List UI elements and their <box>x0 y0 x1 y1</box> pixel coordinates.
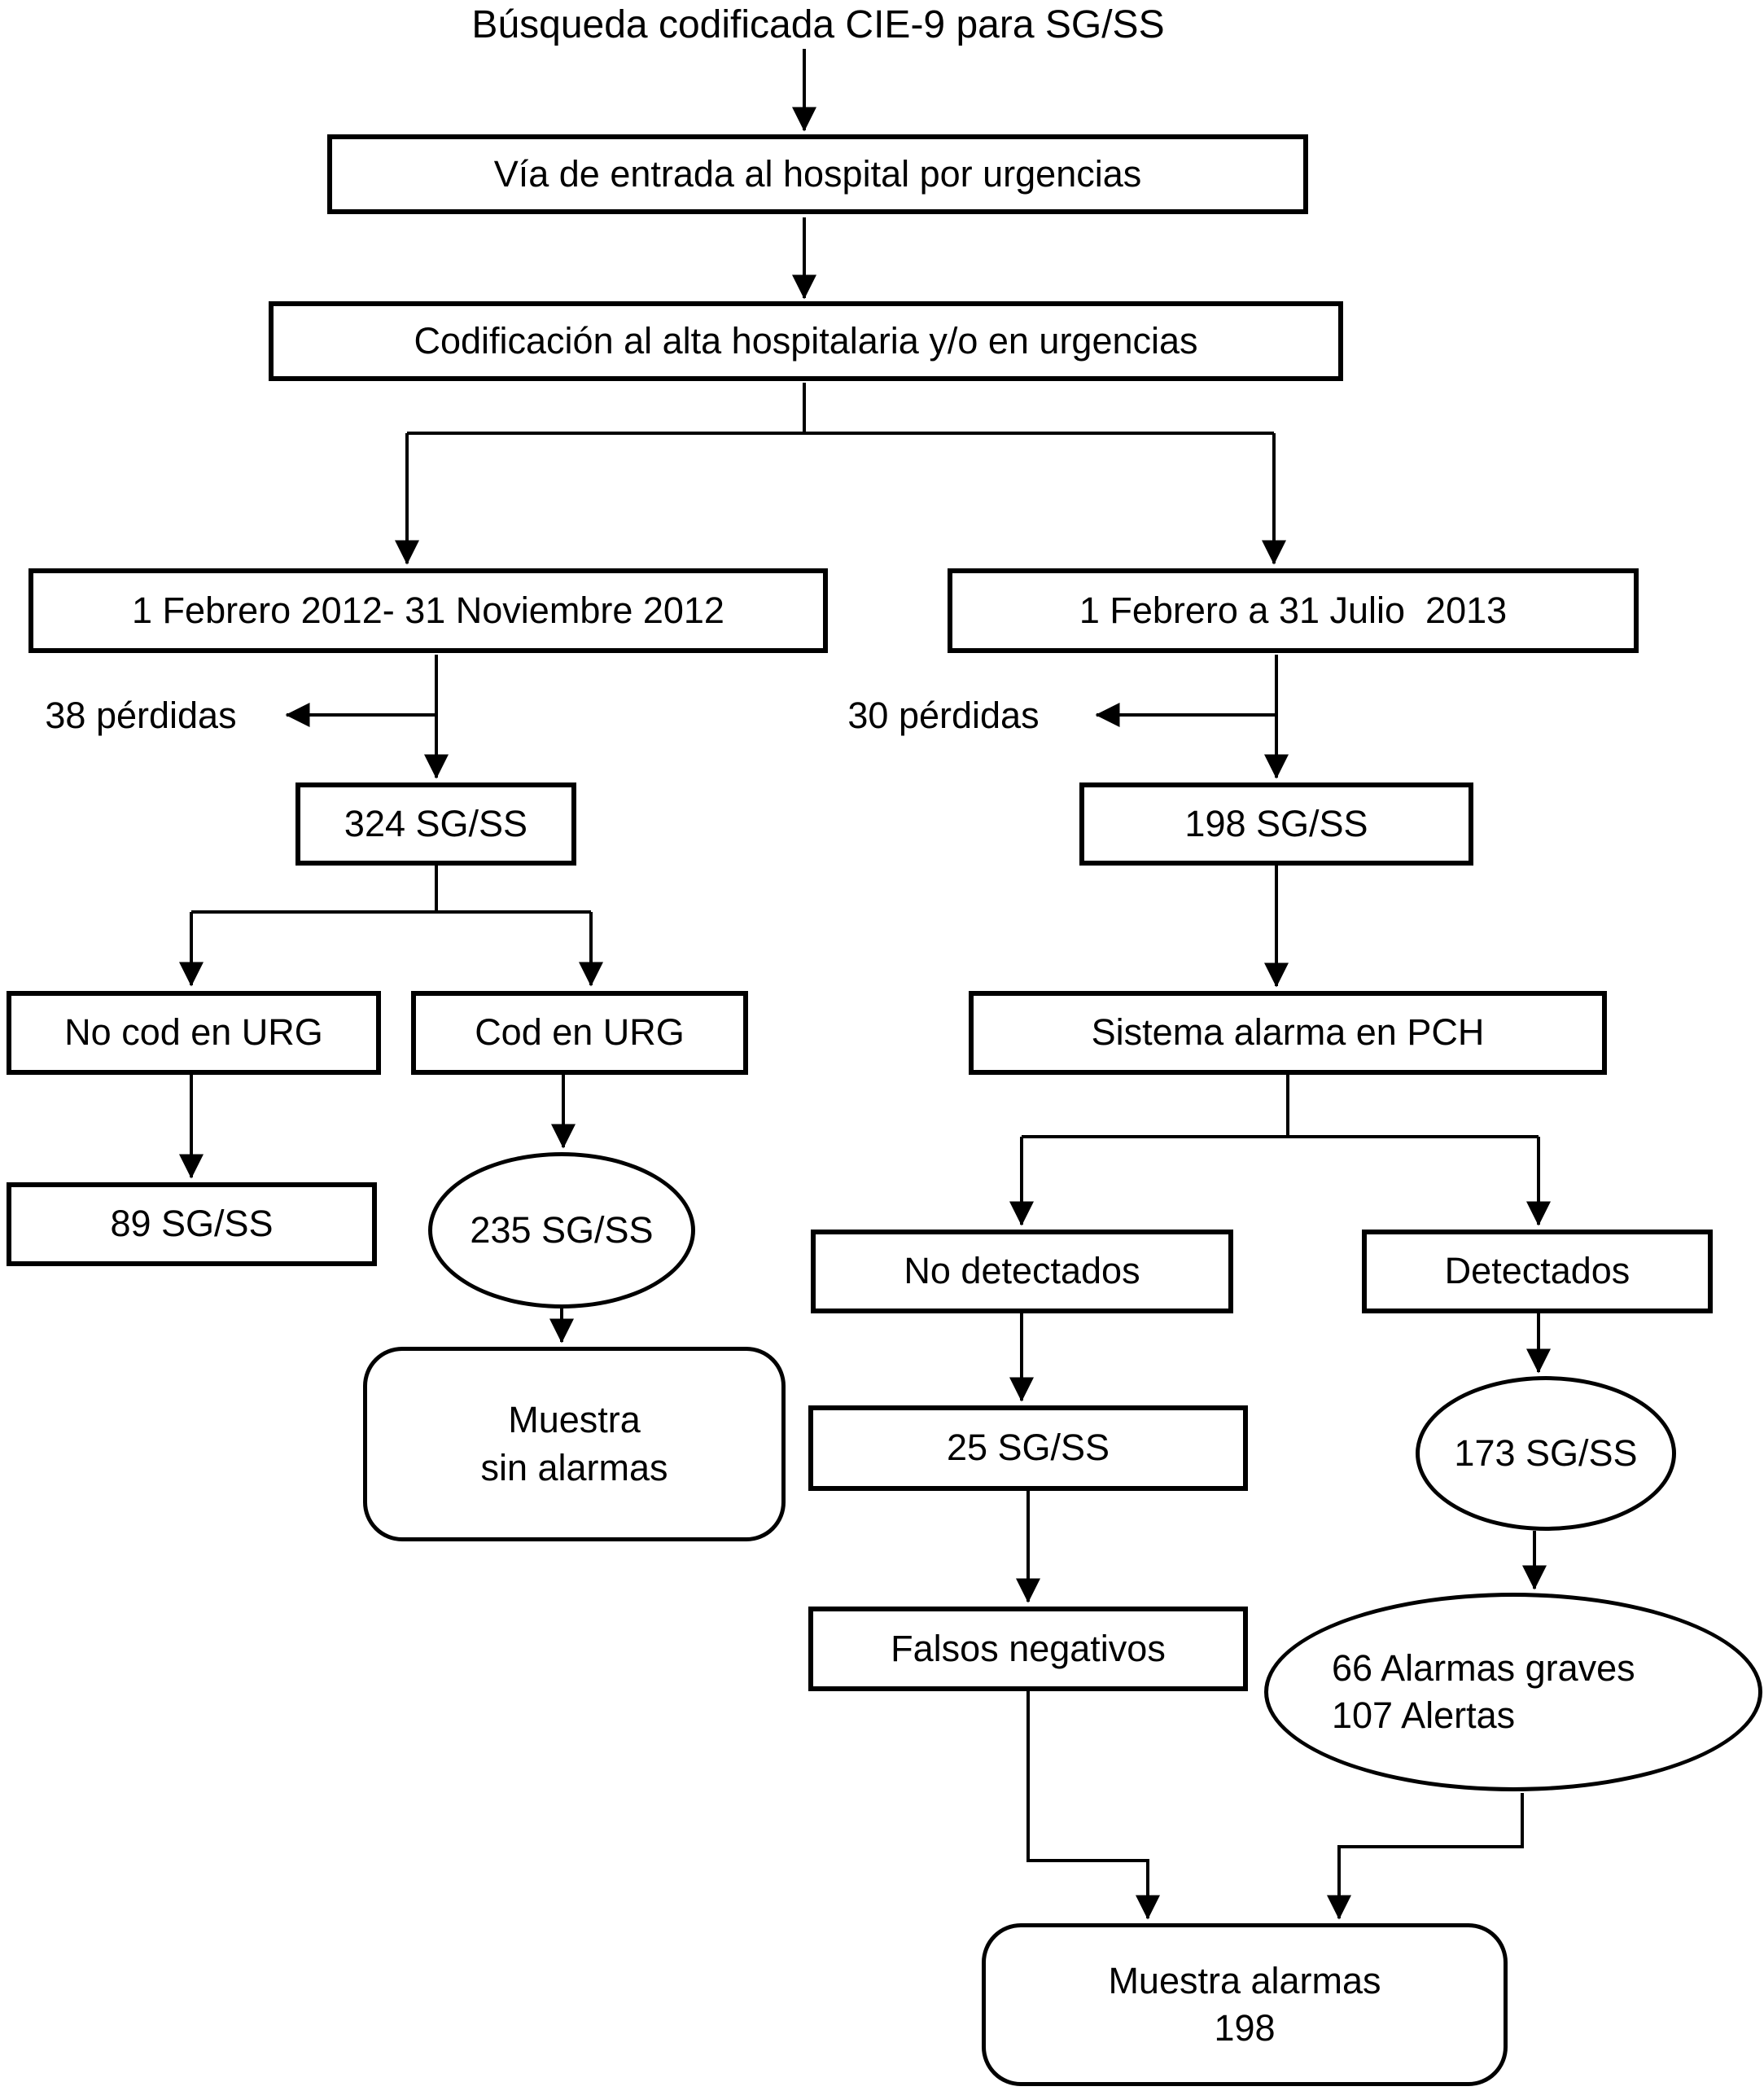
node-detectados-label: Detectados <box>1444 1250 1630 1292</box>
node-sgss-173: 173 SG/SS <box>1416 1376 1676 1531</box>
node-sgss-324-label: 324 SG/SS <box>344 802 528 844</box>
label-losses-2013-text: 30 pérdidas <box>847 694 1040 736</box>
node-muestra-sin-alarmas: Muestra sin alarmas <box>363 1347 786 1541</box>
node-no-detectados: No detectados <box>811 1230 1233 1313</box>
node-cod-urg: Cod en URG <box>411 991 748 1075</box>
label-losses-2012: 38 pérdidas <box>11 692 270 739</box>
node-coding: Codificación al alta hospitalaria y/o en… <box>269 301 1343 381</box>
node-muestra-sin-alarmas-line2: sin alarmas <box>480 1446 668 1488</box>
node-sgss-25-label: 25 SG/SS <box>946 1427 1110 1469</box>
node-sgss-324: 324 SG/SS <box>295 782 576 866</box>
node-sgss-89: 89 SG/SS <box>7 1182 377 1266</box>
node-sgss-25: 25 SG/SS <box>808 1405 1248 1491</box>
node-falsos-negativos-label: Falsos negativos <box>891 1627 1166 1669</box>
node-sgss-235: 235 SG/SS <box>428 1152 695 1309</box>
node-cod-urg-label: Cod en URG <box>475 1011 685 1054</box>
node-detectados: Detectados <box>1362 1230 1713 1313</box>
node-sgss-235-label: 235 SG/SS <box>470 1208 654 1251</box>
arrow-graves-to-muestra-alarmas <box>1327 1793 1524 1920</box>
node-muestra-alarmas: Muestra alarmas 198 <box>982 1923 1508 2086</box>
node-period-2012-label: 1 Febrero 2012- 31 Noviembre 2012 <box>132 589 724 631</box>
diagram-title-label: Búsqueda codificada CIE-9 para SG/SS <box>471 2 1165 46</box>
node-no-detectados-label: No detectados <box>904 1250 1140 1292</box>
node-muestra-alarmas-line2: 198 <box>1214 2007 1276 2049</box>
node-sgss-89-label: 89 SG/SS <box>110 1203 274 1245</box>
node-alarmas-graves-line1: 66 Alarmas graves <box>1332 1646 1635 1689</box>
node-sgss-198: 198 SG/SS <box>1079 782 1473 866</box>
node-no-cod-urg: No cod en URG <box>7 991 381 1075</box>
node-sgss-198-label: 198 SG/SS <box>1184 802 1368 844</box>
node-period-2012: 1 Febrero 2012- 31 Noviembre 2012 <box>28 568 828 653</box>
node-sistema-alarma-label: Sistema alarma en PCH <box>1091 1011 1485 1054</box>
node-alarmas-graves-line2: 107 Alertas <box>1332 1694 1516 1736</box>
label-losses-2013: 30 pérdidas <box>814 692 1073 739</box>
node-sistema-alarma: Sistema alarma en PCH <box>969 991 1607 1075</box>
label-losses-2012-text: 38 pérdidas <box>45 694 237 736</box>
node-entry: Vía de entrada al hospital por urgencias <box>327 134 1308 214</box>
node-alarmas-graves: 66 Alarmas graves 107 Alertas <box>1264 1593 1762 1791</box>
node-muestra-alarmas-line1: Muestra alarmas <box>1108 1959 1381 2001</box>
node-period-2013-label: 1 Febrero a 31 Julio 2013 <box>1079 589 1508 631</box>
node-coding-label: Codificación al alta hospitalaria y/o en… <box>414 319 1198 362</box>
node-muestra-sin-alarmas-line1: Muestra <box>508 1399 641 1440</box>
node-period-2013: 1 Febrero a 31 Julio 2013 <box>948 568 1639 653</box>
node-entry-label: Vía de entrada al hospital por urgencias <box>493 152 1142 195</box>
node-falsos-negativos: Falsos negativos <box>808 1607 1248 1691</box>
node-no-cod-urg-label: No cod en URG <box>64 1011 323 1054</box>
arrow-falsos-to-muestra-alarmas <box>1026 1691 1160 1920</box>
node-sgss-173-label: 173 SG/SS <box>1454 1431 1638 1474</box>
diagram-title: Búsqueda codificada CIE-9 para SG/SS <box>350 0 1286 50</box>
